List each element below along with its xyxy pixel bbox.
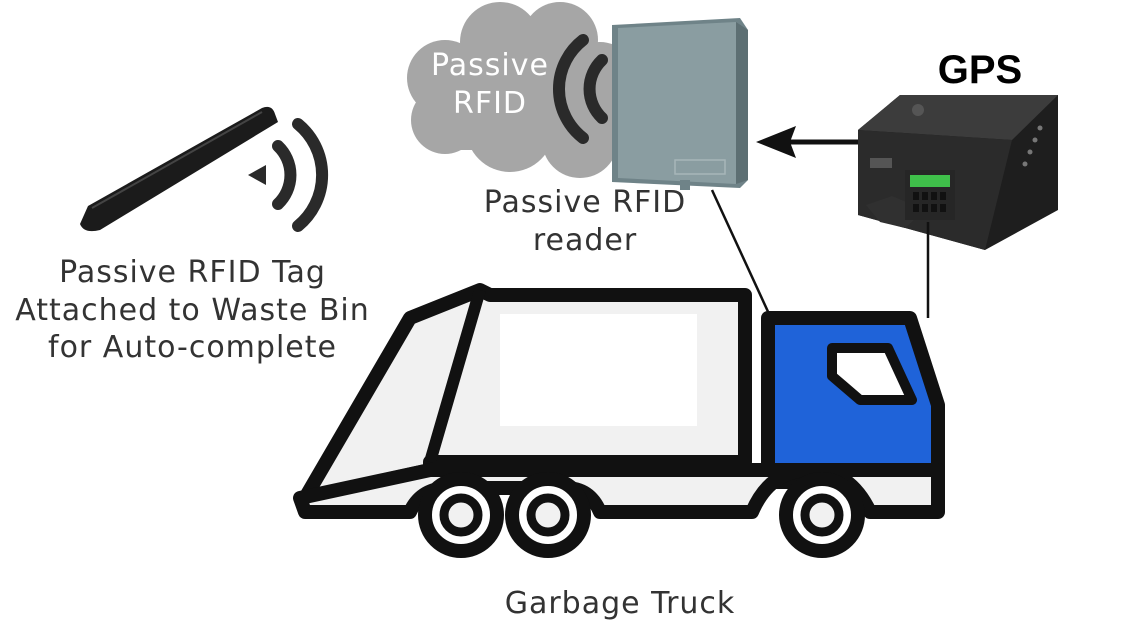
truck-wheels: [418, 472, 865, 558]
reader-signal-icon: [552, 34, 608, 144]
tag-signal-icon: [248, 118, 329, 232]
rfid-reader-icon: [612, 18, 748, 190]
truck-side-panel: [500, 314, 697, 426]
gps-label: GPS: [937, 48, 1023, 92]
wheel-rear-1: [418, 472, 504, 558]
wheel-rear-2: [505, 472, 591, 558]
gps-device-icon: [858, 95, 1058, 250]
truck-label: Garbage Truck: [504, 586, 736, 621]
wheel-front: [779, 472, 865, 558]
tag-label: Passive RFID Tag Attached to Waste Bin f…: [15, 255, 370, 365]
reader-label: Passive RFID reader: [483, 185, 687, 258]
rfid-tag-icon: [80, 106, 278, 232]
connection-wires: [710, 189, 930, 318]
cloud-label: Passive RFID: [431, 48, 549, 121]
gps-to-reader-arrow: [756, 126, 860, 158]
